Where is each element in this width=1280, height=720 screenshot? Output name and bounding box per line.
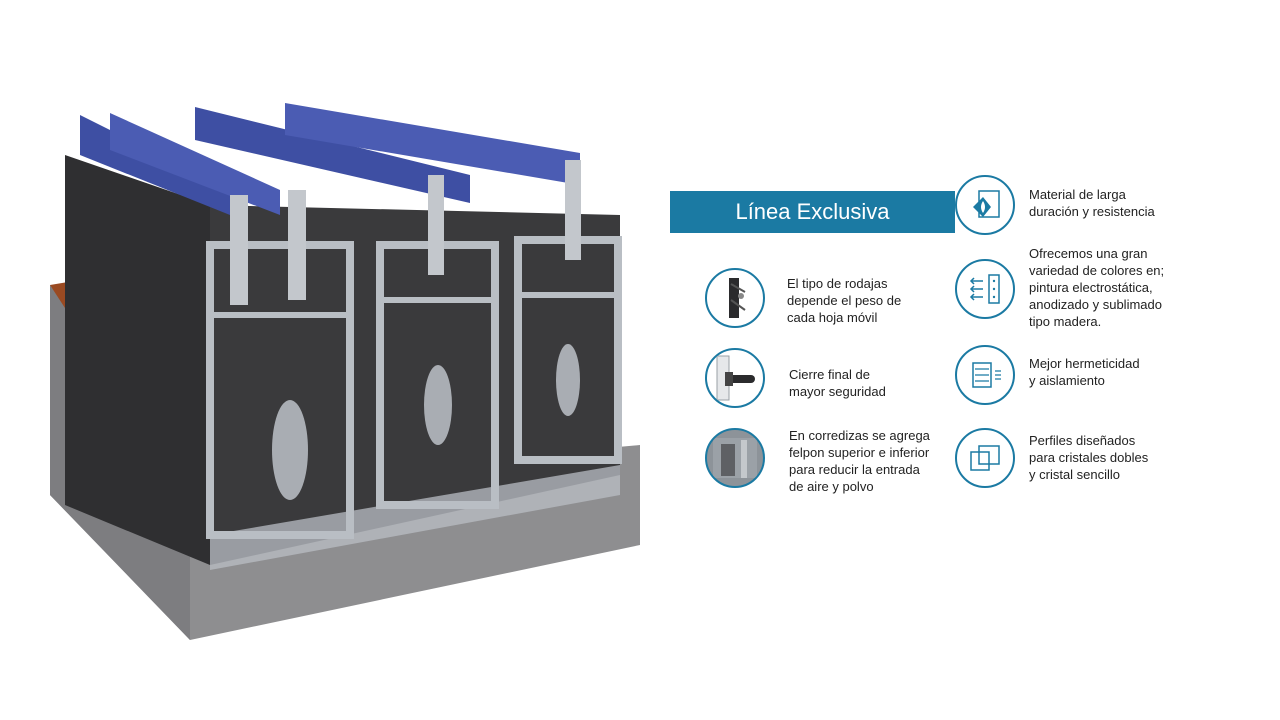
paint-finish-icon [955, 259, 1015, 319]
feature-item: Perfiles diseñados para cristales dobles… [955, 428, 1148, 488]
handle-lock-icon [705, 348, 765, 408]
glass-pane [285, 103, 580, 185]
seal-insulation-icon [955, 345, 1015, 405]
section-title-text: Línea Exclusiva [735, 199, 890, 224]
feature-item: Cierre final de mayor seguridad [705, 348, 886, 408]
double-glass-icon [955, 428, 1015, 488]
feature-text: Perfiles diseñados para cristales dobles… [1029, 433, 1149, 482]
glass-pane [195, 107, 470, 203]
window-profile-illustration [50, 103, 640, 640]
feature-text: Mejor hermeticidad y aislamiento [1029, 356, 1140, 388]
feature-text: Material de larga duración y resistencia [1029, 187, 1155, 219]
roller-wheel [272, 400, 308, 500]
brush-seal-icon [705, 428, 765, 488]
feature-text: Ofrecemos una gran variedad de colores e… [1029, 246, 1165, 329]
leaf-durability-icon [955, 175, 1015, 235]
outer-frame [65, 155, 210, 565]
wheel-roller-icon [705, 268, 765, 328]
section-title: Línea Exclusiva [670, 191, 955, 233]
feature-text: El tipo de rodajas depende el peso de ca… [787, 276, 902, 325]
feature-text: Cierre final de mayor seguridad [789, 367, 886, 399]
feature-item: El tipo de rodajas depende el peso de ca… [705, 268, 901, 328]
feature-item: En corredizas se agrega felpon superior … [705, 428, 930, 495]
feature-item: Mejor hermeticidad y aislamiento [955, 345, 1140, 405]
glass-pane [110, 113, 280, 215]
roller-wheel [556, 344, 580, 416]
feature-text: En corredizas se agrega felpon superior … [789, 428, 930, 494]
feature-item: Material de larga duración y resistencia [955, 175, 1155, 235]
roller-wheel [424, 365, 452, 445]
feature-item: Ofrecemos una gran variedad de colores e… [955, 246, 1164, 330]
